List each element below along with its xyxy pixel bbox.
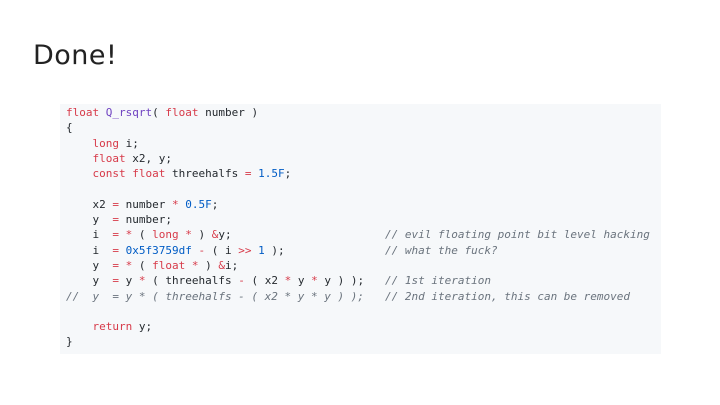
code-line: y = * ( float * ) &i; — [66, 258, 661, 273]
code-line: i = 0x5f3759df - ( i >> 1 ); // what the … — [66, 243, 661, 258]
code-text: long i; — [92, 136, 139, 150]
code-text: // y = y * ( threehalfs - ( x2 * y * y )… — [66, 289, 365, 303]
slide-title: Done! — [33, 40, 118, 71]
code-text: y = * ( float * ) &i; — [66, 258, 239, 272]
code-line: { — [66, 120, 661, 135]
code-block: float Q_rsqrt( float number ) { long i; … — [60, 104, 661, 354]
code-line: // y = y * ( threehalfs - ( x2 * y * y )… — [66, 289, 661, 304]
code-text: float Q_rsqrt( float number ) — [66, 106, 259, 119]
code-text: const float threehalfs = 1.5F; — [92, 167, 292, 181]
code-text: x2 = number * 0.5F; — [66, 197, 219, 211]
code-text: y = y * ( threehalfs - ( x2 * y * y ) ); — [66, 274, 365, 288]
code-line: const float threehalfs = 1.5F; — [66, 166, 661, 181]
code-line: long i; — [66, 136, 661, 151]
code-line: float Q_rsqrt( float number ) — [66, 105, 661, 120]
code-comment: // evil floating point bit level hacking — [385, 228, 650, 242]
code-text: float x2, y; — [92, 151, 172, 165]
code-line: float x2, y; — [66, 151, 661, 166]
code-line: return y; — [66, 319, 661, 334]
code-line: } — [66, 334, 661, 349]
code-comment: // 2nd iteration, this can be removed — [385, 289, 631, 303]
code-text: i = 0x5f3759df - ( i >> 1 ); — [66, 243, 285, 257]
code-text: return y; — [92, 320, 153, 334]
code-line — [66, 304, 661, 319]
code-text: y = number; — [66, 213, 172, 227]
code-line: y = y * ( threehalfs - ( x2 * y * y ) );… — [66, 273, 661, 288]
code-text: { — [66, 121, 73, 135]
code-line: x2 = number * 0.5F; — [66, 197, 661, 212]
code-text: } — [66, 335, 73, 349]
code-line: y = number; — [66, 212, 661, 227]
code-line — [66, 181, 661, 196]
code-comment: // 1st iteration — [385, 274, 491, 288]
code-line: i = * ( long * ) &y; // evil floating poi… — [66, 227, 661, 242]
code-comment: // what the fuck? — [385, 243, 498, 257]
code-text: i = * ( long * ) &y; — [66, 228, 232, 242]
